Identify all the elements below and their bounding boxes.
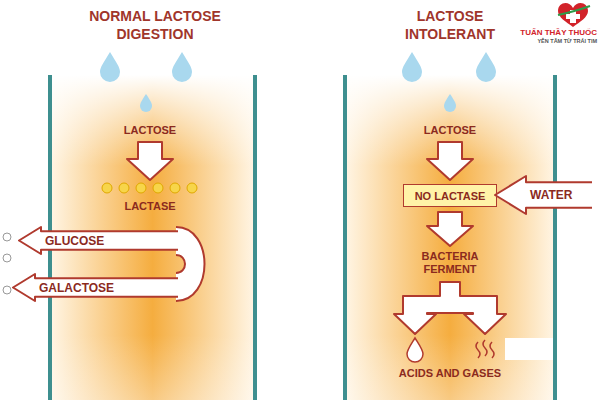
arrow-outline — [19, 227, 178, 254]
arrow-text: WATER — [530, 188, 572, 202]
arrow-fill — [494, 175, 592, 215]
arrow-outline — [495, 176, 592, 214]
water-drops — [100, 52, 496, 112]
absorbed-molecules — [3, 233, 11, 294]
panel-heading: NORMAL LACTOSE DIGESTION — [80, 8, 230, 43]
flow-arrows — [127, 142, 506, 334]
enzyme-label: LACTASE — [90, 200, 210, 213]
gas-waves — [476, 340, 494, 358]
glucose-arrow: GLUCOSE — [18, 226, 178, 255]
substance-label: LACTOSE — [390, 124, 510, 137]
water-arrow: WATER — [494, 175, 592, 215]
substance-label: LACTOSE — [90, 124, 210, 137]
arrow-text: GLUCOSE — [45, 234, 104, 248]
galactose-arrow: GALACTOSE — [12, 273, 178, 302]
panel-heading: LACTOSE INTOLERANT — [388, 8, 512, 43]
product-label: ACIDS AND GASES — [375, 367, 525, 380]
arrow-text: GALACTOSE — [39, 281, 114, 295]
box-text: NO LACTASE — [415, 190, 486, 202]
arrow-fill — [18, 226, 178, 255]
logo-text: TUẤN THẦY THUỐC — [497, 28, 597, 38]
arrow-fill — [12, 273, 178, 302]
enzyme-box: NO LACTASE — [403, 184, 497, 207]
intestine-right — [345, 75, 555, 400]
logo-tagline: YÊN TÂM TỪ TRÁI TIM — [497, 38, 597, 45]
logo-heart — [558, 3, 590, 27]
white-patch — [505, 338, 553, 360]
arrow-outline — [13, 274, 178, 301]
acid-drop — [407, 338, 423, 362]
process-label: BACTERIA FERMENT — [405, 250, 495, 276]
lactase-dots — [102, 183, 197, 193]
